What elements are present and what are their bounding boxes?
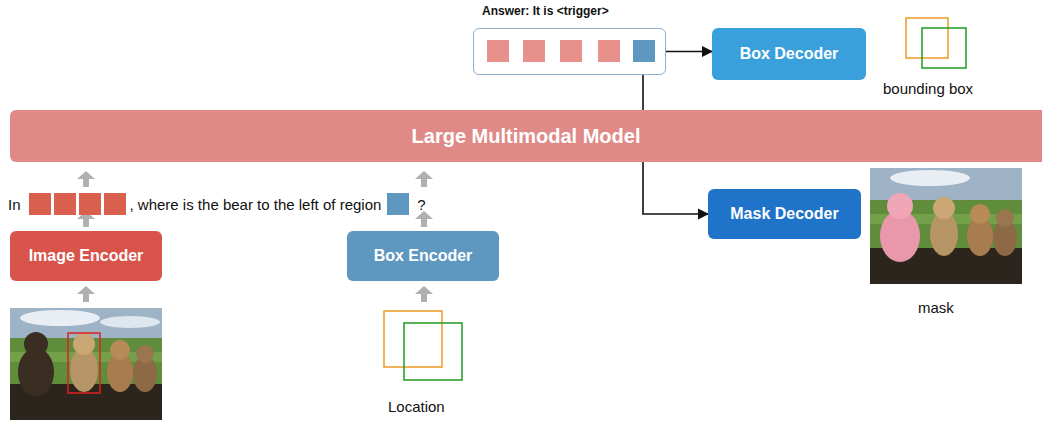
- trigger-token: [633, 40, 655, 62]
- output-token: [523, 40, 545, 62]
- decoder-box: Mask Decoder: [708, 189, 861, 239]
- model-band: Large Multimodal Model: [10, 110, 1042, 162]
- token-sequence: Answer: It is <trigger>: [473, 28, 666, 75]
- output-token: [487, 40, 509, 62]
- node-text: Box Decoder: [740, 45, 839, 63]
- image-token: [54, 193, 76, 215]
- box-icon: [906, 18, 948, 58]
- box-icon: [922, 28, 966, 68]
- prompt-row: In , where is the bear to the left of re…: [8, 193, 426, 215]
- node-text: Mask Decoder: [730, 205, 839, 223]
- encoder-box: Box Encoder: [347, 231, 499, 281]
- node-text: Box Encoder: [374, 247, 473, 265]
- connector-arrow: [666, 51, 712, 53]
- decoder-box: Box Decoder: [712, 28, 866, 80]
- output-token: [598, 40, 620, 62]
- prompt-text: , where is the bear to the left of regio…: [130, 196, 382, 213]
- bear-photo: [10, 308, 162, 420]
- location-icon: [384, 311, 442, 367]
- prompt-text: ?: [417, 196, 425, 213]
- location-icon: [404, 323, 462, 380]
- output-token: [560, 40, 582, 62]
- encoder-box: Image Encoder: [10, 231, 162, 281]
- prompt-text: In: [8, 196, 21, 213]
- node-text: Image Encoder: [29, 247, 144, 265]
- icon-label: bounding box: [883, 80, 973, 97]
- icon-label: Location: [388, 398, 445, 415]
- region-token: [387, 193, 409, 215]
- image-label: mask: [918, 299, 954, 316]
- mask-photo: [870, 168, 1022, 284]
- image-token: [104, 193, 126, 215]
- image-token: [79, 193, 101, 215]
- image-token: [29, 193, 51, 215]
- node-text: Large Multimodal Model: [412, 125, 641, 148]
- answer-heading: Answer: It is <trigger>: [482, 4, 609, 18]
